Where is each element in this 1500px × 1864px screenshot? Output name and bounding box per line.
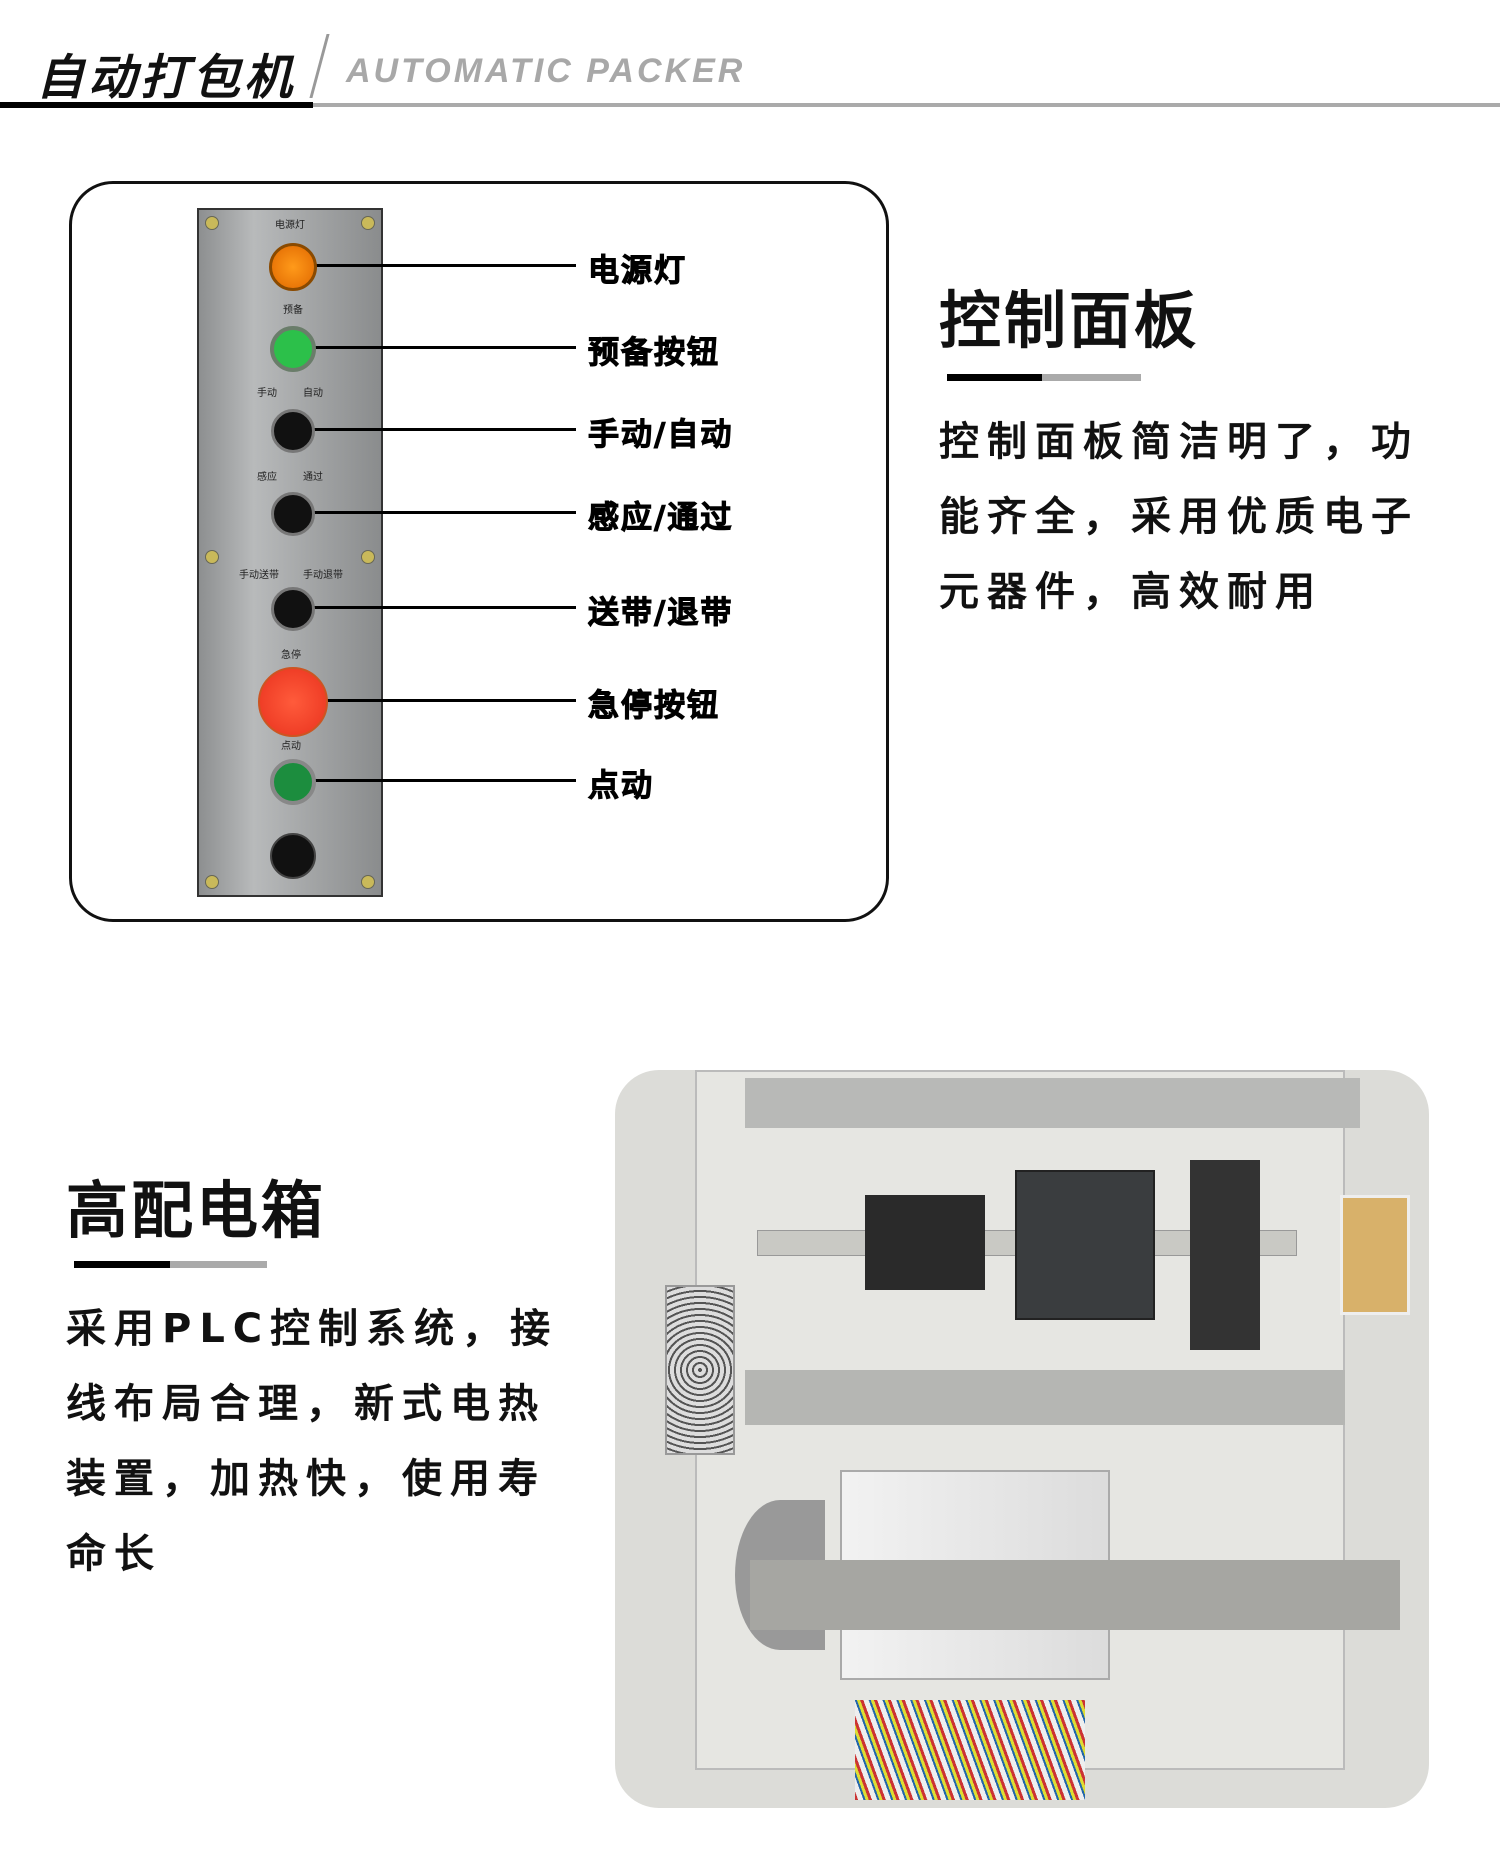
callout-label: 急停按钮 — [588, 688, 720, 725]
plate-label: 手动退带 — [303, 570, 343, 581]
electric-box-photo — [615, 1070, 1429, 1808]
plate-label: 点动 — [281, 741, 301, 752]
plate-label: 急停 — [281, 650, 301, 661]
description-line: 元器件，高效耐用 — [939, 569, 1323, 615]
heading-rule-black — [74, 1261, 170, 1268]
callout-line — [291, 428, 576, 431]
control-panel-photo: 电源灯 预备 手动 自动 感应 通过 手动送带 手动退带 急停 点动 — [197, 208, 383, 897]
blank-plug — [270, 833, 316, 879]
page-subtitle: AUTOMATIC PACKER — [346, 52, 746, 90]
plate-label: 预备 — [283, 305, 303, 316]
wire-duct-middle — [745, 1370, 1345, 1425]
electric-box-description: 采用PLC控制系统，接 线布局合理，新式电热 装置，加热快，使用寿 命长 — [66, 1292, 586, 1592]
description-line: 命长 — [66, 1531, 162, 1577]
relay-block — [865, 1195, 985, 1290]
callout-label: 感应/通过 — [587, 500, 734, 537]
description-line: 能齐全，采用优质电子 — [939, 494, 1419, 540]
wire-duct-bottom — [750, 1560, 1400, 1630]
wire-duct-top — [745, 1078, 1360, 1128]
feed-retract-switch[interactable] — [271, 587, 315, 631]
control-panel-heading: 控制面板 — [939, 284, 1200, 357]
wiring-harness — [855, 1700, 1085, 1800]
callout-line — [291, 511, 576, 514]
description-line: 线布局合理，新式电热 — [66, 1381, 546, 1427]
header-rule-grey — [313, 103, 1500, 107]
manual-auto-switch[interactable] — [271, 409, 315, 453]
description-line: 装置，加热快，使用寿 — [66, 1456, 546, 1502]
plate-label: 自动 — [303, 388, 323, 399]
callout-label: 手动/自动 — [587, 417, 734, 454]
callout-line — [291, 699, 576, 702]
control-panel-frame — [69, 181, 889, 922]
power-supply — [665, 1285, 735, 1455]
screw-icon — [361, 550, 375, 564]
description-line: 采用PLC控制系统，接 — [66, 1306, 559, 1352]
screw-icon — [361, 875, 375, 889]
plate-label: 感应 — [257, 472, 277, 483]
screw-icon — [205, 875, 219, 889]
power-lamp — [269, 243, 317, 291]
ready-button[interactable] — [270, 326, 316, 372]
callout-label: 电源灯 — [588, 253, 687, 290]
description-line: 控制面板简洁明了，功 — [939, 419, 1419, 465]
electric-box-heading: 高配电箱 — [66, 1174, 327, 1247]
callout-line — [291, 346, 576, 349]
screw-icon — [361, 216, 375, 230]
control-panel-description: 控制面板简洁明了，功 能齐全，采用优质电子 元器件，高效耐用 — [939, 405, 1499, 630]
jog-button[interactable] — [270, 759, 316, 805]
heading-rule-grey — [170, 1261, 267, 1268]
plate-label: 手动送带 — [239, 570, 279, 581]
title-divider-slash — [309, 34, 330, 98]
heading-rule-black — [947, 374, 1042, 381]
callout-line — [291, 779, 576, 782]
heading-rule-grey — [1042, 374, 1141, 381]
plate-label: 通过 — [303, 472, 323, 483]
callout-label: 点动 — [588, 768, 654, 805]
screw-icon — [205, 216, 219, 230]
emergency-stop-button[interactable] — [258, 667, 328, 737]
plc-unit — [1015, 1170, 1155, 1320]
callout-label: 送带/退带 — [587, 595, 734, 632]
plate-label: 电源灯 — [275, 220, 305, 231]
callout-label: 预备按钮 — [588, 335, 720, 372]
header-rule-black — [0, 102, 313, 108]
callout-line — [291, 264, 576, 267]
plate-label: 手动 — [257, 388, 277, 399]
page-title: 自动打包机 — [36, 50, 297, 106]
contactor — [1190, 1160, 1260, 1350]
sensor-pass-switch[interactable] — [271, 492, 315, 536]
callout-line — [291, 606, 576, 609]
transformer — [1340, 1195, 1410, 1315]
screw-icon — [205, 550, 219, 564]
